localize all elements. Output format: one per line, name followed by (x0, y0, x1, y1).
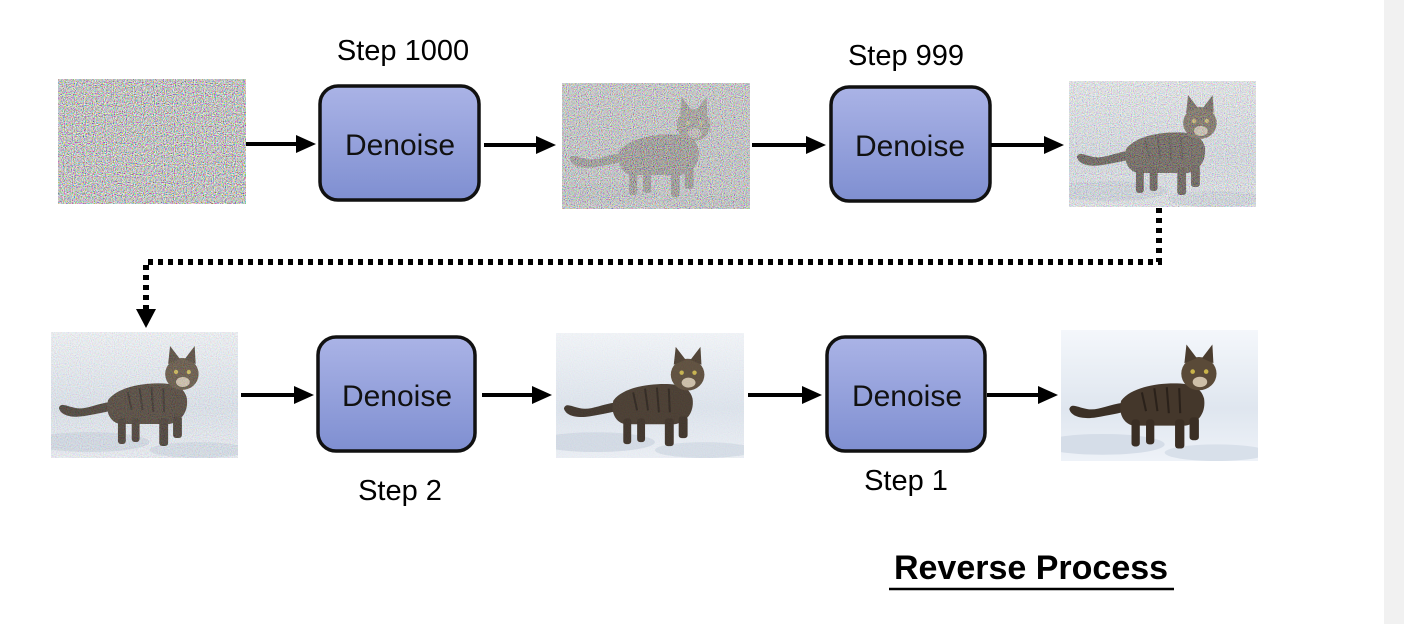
dotted-arrow-icon (136, 208, 1162, 328)
step-2-label: Step 2 (358, 475, 442, 507)
denoise-box-step-999: Denoise (829, 85, 992, 203)
noisy-cat-image-medium (1069, 81, 1256, 207)
denoise-box-step-2: Denoise (316, 335, 477, 453)
denoise-box-step-1000: Denoise (318, 84, 481, 202)
noisy-cat-image-light (51, 332, 238, 458)
denoise-label: Denoise (345, 129, 455, 162)
diagram-title: Reverse Process (894, 549, 1168, 587)
denoise-label: Denoise (342, 380, 452, 413)
cat-image-faint-noise (556, 333, 744, 458)
arrow-icon (241, 386, 314, 404)
step-1-label: Step 1 (864, 465, 948, 497)
denoise-label: Denoise (855, 130, 965, 163)
arrow-icon (748, 386, 822, 404)
denoise-label: Denoise (852, 380, 962, 413)
denoise-box-step-1: Denoise (825, 335, 987, 453)
page-scrollbar-track (1384, 0, 1404, 624)
noise-image-step-1000 (58, 79, 246, 204)
arrow-icon (484, 136, 556, 154)
arrow-icon (991, 136, 1064, 154)
arrow-icon (482, 386, 552, 404)
step-1000-label: Step 1000 (337, 35, 469, 67)
noisy-cat-image-heavy (562, 83, 750, 209)
step-999-label: Step 999 (848, 40, 964, 72)
arrow-icon (246, 135, 316, 153)
clean-cat-image (1040, 330, 1268, 461)
arrow-icon (752, 136, 826, 154)
arrow-icon (987, 386, 1058, 404)
